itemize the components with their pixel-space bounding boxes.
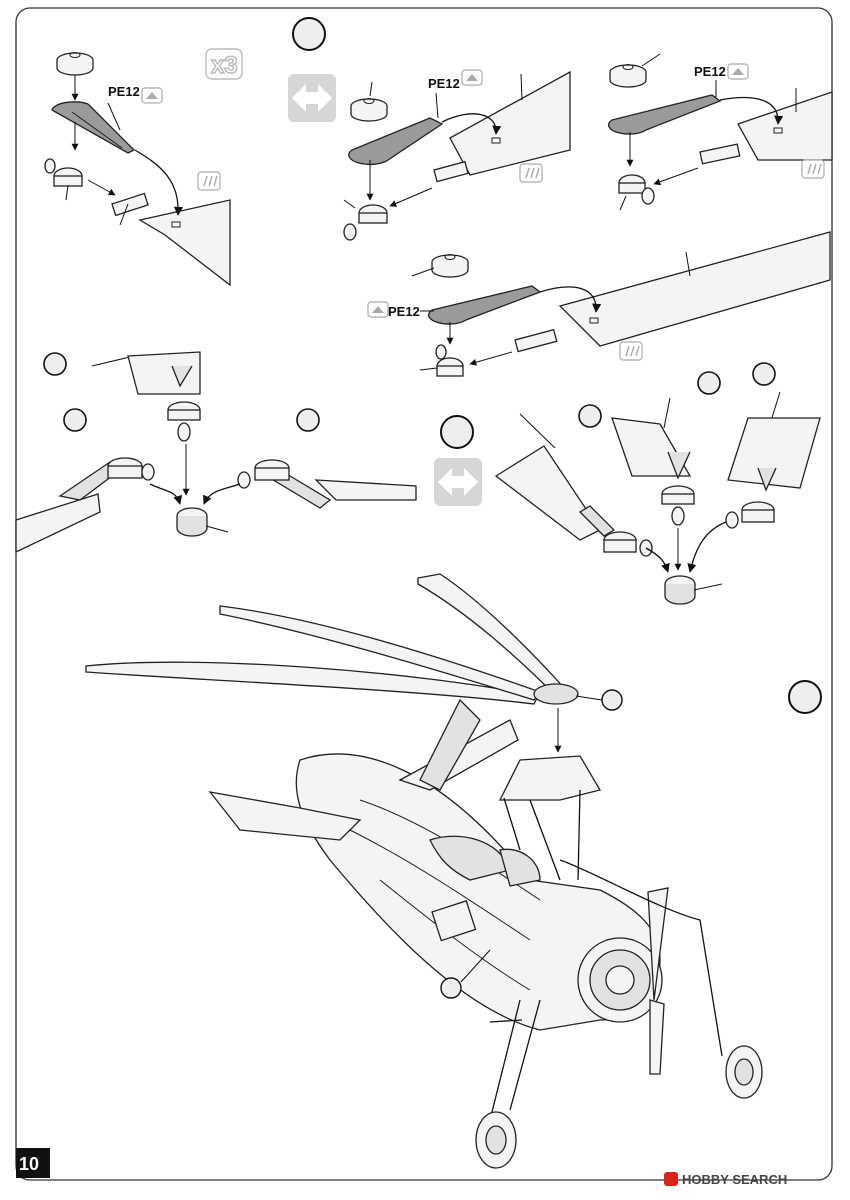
callout-28-a-left	[63, 408, 87, 432]
callout-28-b	[663, 371, 721, 429]
step-29-flying-position	[15, 351, 417, 554]
part-pe12-b	[348, 117, 444, 166]
hub-assembly-right	[237, 459, 332, 509]
wheel-right	[725, 1045, 763, 1099]
glue-icon	[619, 341, 643, 361]
label-pe12-b: PE12	[428, 76, 460, 91]
blade-d	[727, 417, 821, 489]
glue-icon	[801, 159, 825, 179]
part-pe12	[51, 101, 136, 154]
page-number: 10	[19, 1154, 39, 1174]
part-ac2	[56, 52, 94, 76]
part-ac3	[44, 158, 83, 187]
photo-etch-icon	[367, 301, 389, 318]
step-28-flying-position-a: A x3	[44, 45, 243, 287]
part-pe12-d	[428, 285, 542, 325]
blade-right	[314, 479, 417, 501]
glue-icon	[197, 171, 221, 191]
alternate-arrows-icon	[288, 74, 336, 122]
part-ac1-d	[514, 231, 831, 353]
part-ac3-b	[343, 204, 388, 241]
part-ac1-b	[433, 70, 571, 183]
alternate-arrows-icon	[434, 458, 482, 506]
part-a9-transport	[664, 575, 723, 605]
photo-etch-icon	[461, 69, 483, 86]
autogiro-fuselage-27	[208, 698, 763, 1169]
part-ab6	[618, 174, 655, 205]
part-ac1	[111, 192, 231, 287]
step-30-badge	[788, 680, 822, 714]
label-pe12-c: PE12	[694, 64, 726, 79]
hub-assembly-c	[578, 505, 653, 557]
part-pe12-c	[608, 94, 722, 135]
callout-28-d	[752, 362, 781, 425]
hub-assembly-d	[725, 467, 777, 529]
watermark-text: HOBBY SEARCH	[682, 1172, 787, 1187]
step-29-transport-position	[494, 362, 821, 605]
label-pe12-a: PE12	[108, 84, 140, 99]
step-28-header	[288, 17, 336, 122]
page-frame	[15, 7, 833, 1181]
x3-badge: x3	[205, 48, 243, 80]
glue-icon	[519, 163, 543, 183]
blade-c	[494, 445, 601, 541]
svg-text:x3: x3	[211, 52, 238, 79]
step-28-variant-b	[343, 69, 571, 241]
label-pe12-d: PE12	[388, 304, 420, 319]
wheel-left	[475, 1111, 517, 1169]
part-ac1-c	[699, 91, 833, 165]
page-number-box: 10	[16, 1148, 50, 1178]
part-a9-flying	[176, 507, 229, 537]
step-30	[85, 573, 822, 1169]
callout-28-a-top	[43, 352, 135, 376]
part-ac2-c	[609, 64, 647, 88]
text-labels: PE12 PE12 PE12 PE12	[108, 64, 726, 319]
step-28-variant-d	[367, 231, 831, 377]
callout-28-c	[519, 404, 602, 449]
hub-assembly-top	[167, 365, 201, 442]
rotor-assembly-29	[85, 573, 623, 753]
blade-b	[611, 417, 692, 477]
step-28-variant-c	[608, 53, 833, 211]
step-29-header	[434, 415, 482, 506]
hobby-search-logo-icon	[664, 1172, 678, 1186]
blade-top	[127, 351, 201, 395]
part-ac2-b	[350, 98, 388, 122]
photo-etch-icon	[727, 63, 749, 80]
blade-left	[15, 493, 101, 554]
part-ab7	[435, 344, 464, 377]
hub-assembly-b	[661, 451, 695, 526]
part-ac2-d	[431, 254, 469, 278]
hobby-search-watermark: HOBBY SEARCH	[664, 1172, 787, 1187]
callout-28-a-right	[296, 408, 320, 432]
photo-etch-icon	[141, 87, 163, 104]
hub-assembly-left	[58, 457, 155, 501]
